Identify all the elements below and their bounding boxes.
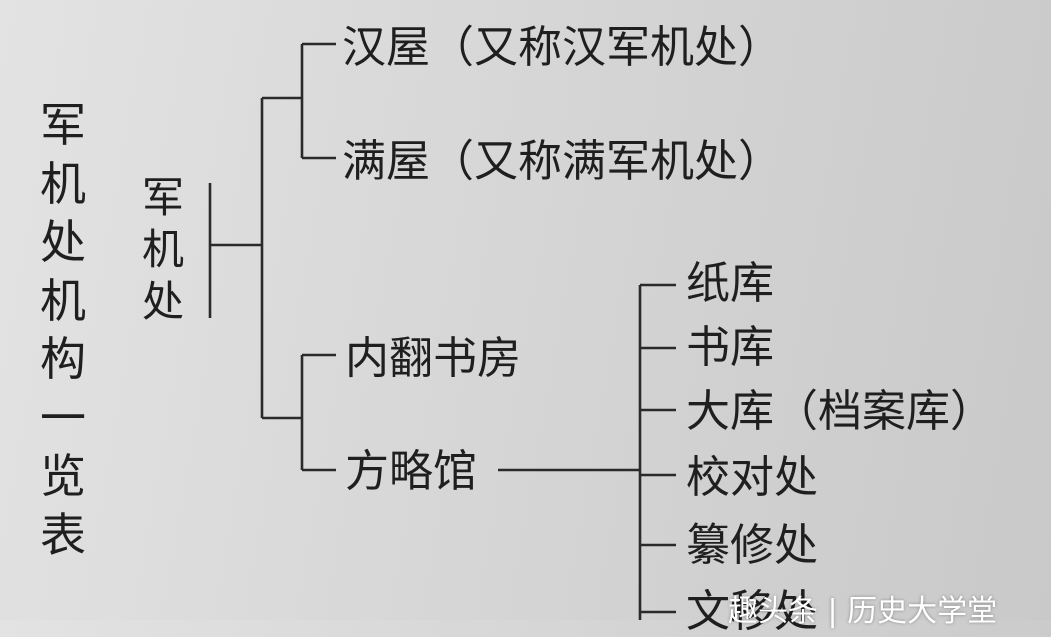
root-node: 军机处 [142, 173, 185, 326]
chart-title: 军机处机构一览表 [40, 98, 86, 562]
branch-neifan-shufang: 内翻书房 [345, 333, 521, 384]
branch-fanglueguan: 方略馆 [345, 446, 477, 497]
sub-item-daku: 大库（档案库） [686, 386, 994, 437]
sub-item-zhiku: 纸库 [686, 258, 774, 309]
sub-item-zuanxiuchu: 纂修处 [686, 520, 818, 571]
tree-connectors [208, 42, 676, 620]
sub-item-jiaoduichu: 校对处 [686, 452, 818, 503]
watermark-text: 趣头条 | 历史大学堂 [728, 594, 998, 629]
sub-item-shuku: 书库 [686, 322, 774, 373]
branch-hanwu: 汉屋（又称汉军机处） [342, 22, 782, 73]
branch-manwu: 满屋（又称满军机处） [342, 136, 782, 187]
